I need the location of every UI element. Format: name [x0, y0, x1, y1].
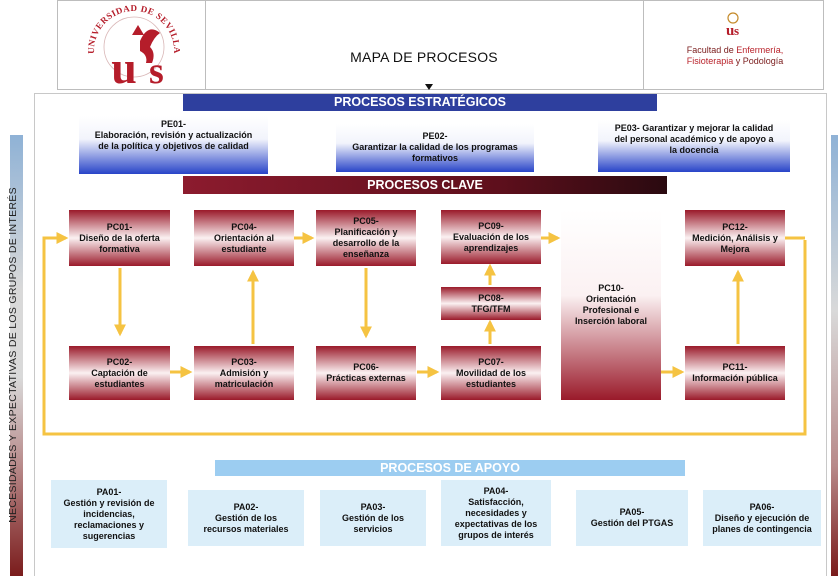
svg-text:u: u	[111, 42, 137, 87]
header: UNIVERSIDAD DE SEVILLA u s MAPA DE PROCE…	[57, 0, 824, 93]
strategic-processes-banner: PROCESOS ESTRATÉGICOS	[183, 94, 657, 111]
pc10-label: PC10- Orientación Profesional e Inserció…	[574, 283, 648, 326]
pa02-label: PA02- Gestión de los recursos materiales	[203, 501, 289, 534]
stakeholder-satisfaction-bar	[831, 135, 838, 576]
process-pa05[interactable]: PA05- Gestión del PTGAS	[576, 490, 688, 546]
process-pc04[interactable]: PC04- Orientación al estudiante	[194, 210, 294, 266]
process-pc08[interactable]: PC08- TFG/TFM	[441, 287, 541, 320]
svg-text:s: s	[149, 50, 164, 87]
university-logo: UNIVERSIDAD DE SEVILLA u s	[80, 3, 188, 93]
faculty-crest-icon: u s	[726, 12, 739, 39]
pc12-label: PC12- Medición, Análisis y Mejora	[692, 221, 778, 254]
process-pe03[interactable]: PE03- Garantizar y mejorar la calidad de…	[598, 120, 790, 172]
process-pc09[interactable]: PC09- Evaluación de los aprendizajes	[441, 210, 541, 264]
pa03-label: PA03- Gestión de los servicios	[341, 501, 404, 534]
pc09-label: PC09- Evaluación de los aprendizajes	[452, 220, 530, 253]
cursor-marker-icon	[425, 84, 433, 90]
pa06-label: PA06- Diseño y ejecución de planes de co…	[712, 501, 812, 534]
process-pc02[interactable]: PC02- Captación de estudiantes	[69, 346, 170, 400]
pc03-label: PC03- Admisión y matriculación	[214, 356, 274, 389]
process-map-frame	[34, 93, 827, 576]
process-pc06[interactable]: PC06- Prácticas externas	[316, 346, 416, 400]
pe02-label: PE02- Garantizar la calidad de los progr…	[352, 131, 518, 163]
pe01-label: PE01- Elaboración, revisión y actualizac…	[94, 119, 253, 151]
pc02-label: PC02- Captación de estudiantes	[91, 356, 148, 389]
process-pa02[interactable]: PA02- Gestión de los recursos materiales	[188, 490, 304, 546]
process-pc07[interactable]: PC07- Movilidad de los estudiantes	[441, 346, 541, 400]
process-pc12[interactable]: PC12- Medición, Análisis y Mejora	[685, 210, 785, 266]
process-pc11[interactable]: PC11- Información pública	[685, 346, 785, 400]
process-pc01[interactable]: PC01- Diseño de la oferta formativa	[69, 210, 170, 266]
pa01-label: PA01- Gestión y revisión de incidencias,…	[63, 486, 155, 541]
pc08-label: PC08- TFG/TFM	[471, 292, 511, 314]
faculty-line2-b: y Podología	[735, 56, 784, 66]
pa05-label: PA05- Gestión del PTGAS	[590, 507, 674, 528]
faculty-name: Facultad de Enfermería, Fisioterapia y P…	[646, 45, 824, 67]
process-pc10[interactable]: PC10- Orientación Profesional e Inserció…	[561, 210, 661, 400]
faculty-logo: u s	[720, 11, 746, 39]
svg-text:u: u	[726, 23, 734, 37]
process-pa04[interactable]: PA04- Satisfacción, necesidades y expect…	[441, 480, 551, 546]
university-seal-icon: UNIVERSIDAD DE SEVILLA u s	[86, 3, 182, 93]
pc04-label: PC04- Orientación al estudiante	[213, 221, 275, 254]
pe03-label: PE03- Garantizar y mejorar la calidad de…	[614, 123, 774, 155]
svg-text:s: s	[734, 23, 739, 37]
process-pe01[interactable]: PE01- Elaboración, revisión y actualizac…	[79, 116, 268, 174]
pc11-label: PC11- Información pública	[692, 362, 778, 383]
faculty-line2-a: Fisioterapia	[686, 56, 736, 66]
pa04-label: PA04- Satisfacción, necesidades y expect…	[454, 485, 538, 540]
faculty-line1-a: Facultad de	[686, 45, 737, 55]
pc06-label: PC06- Prácticas externas	[326, 362, 406, 383]
process-pc05[interactable]: PC05- Planificación y desarrollo de la e…	[316, 210, 416, 266]
support-processes-banner: PROCESOS DE APOYO	[215, 460, 685, 476]
pc07-label: PC07- Movilidad de los estudiantes	[455, 356, 526, 389]
feedback-loop-arrow	[42, 232, 807, 436]
process-pc03[interactable]: PC03- Admisión y matriculación	[194, 346, 294, 400]
pc01-label: PC01- Diseño de la oferta formativa	[79, 221, 160, 254]
faculty-line1-b: Enfermería,	[736, 45, 784, 55]
process-pe02[interactable]: PE02- Garantizar la calidad de los progr…	[336, 124, 534, 172]
stakeholder-needs-bar	[10, 135, 23, 576]
process-pa03[interactable]: PA03- Gestión de los servicios	[320, 490, 426, 546]
pc05-label: PC05- Planificación y desarrollo de la e…	[332, 216, 400, 259]
process-pa01[interactable]: PA01- Gestión y revisión de incidencias,…	[51, 480, 167, 548]
process-pa06[interactable]: PA06- Diseño y ejecución de planes de co…	[703, 490, 821, 546]
key-processes-banner: PROCESOS CLAVE	[183, 176, 667, 194]
page-title: MAPA DE PROCESOS	[350, 49, 498, 65]
